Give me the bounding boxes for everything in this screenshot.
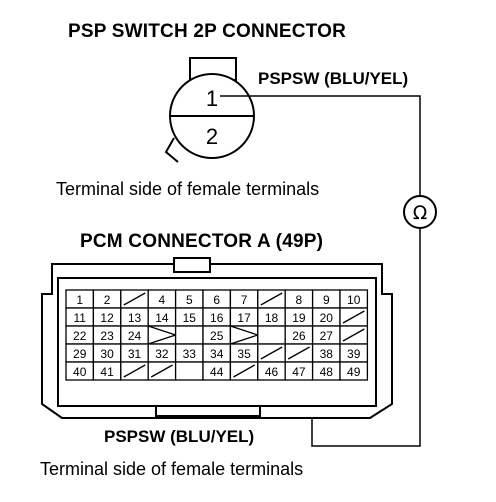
pcm-pin-7: 7 [241,293,248,307]
wire-psp-to-meter [220,95,421,196]
pcm-pin-10: 10 [347,293,361,307]
pcm-pin-49: 49 [347,365,361,379]
pcm-pin-34: 34 [210,347,224,361]
pcm-cavity [339,361,369,381]
pcm-pin-25: 25 [210,329,224,343]
psp-pin-2: 2 [206,124,218,149]
pcm-pin-13: 13 [128,311,142,325]
pcm-pin-23: 23 [100,329,114,343]
pcm-pin-12: 12 [100,311,114,325]
pcm-connector-title: PCM CONNECTOR A (49P) [80,231,324,252]
wire-meter-to-pcm [311,228,421,447]
pcm-cavity [174,361,204,381]
empty-cavity-mark [287,346,310,360]
pcm-pin-2: 2 [104,293,111,307]
psp-switch-title: PSP SWITCH 2P CONNECTOR [68,21,347,42]
pcm-pin-16: 16 [210,311,224,325]
pcm-pin-29: 29 [73,347,87,361]
pcm-pin-22: 22 [73,329,87,343]
pcm-pin-38: 38 [320,347,334,361]
pcm-pin-5: 5 [186,293,193,307]
empty-cavity-mark [260,346,283,360]
pcm-cavity [229,325,259,345]
pcm-pin-40: 40 [73,365,87,379]
psp-switch-connector [164,57,255,163]
empty-cavity-mark [150,364,173,378]
pcm-pin-11: 11 [73,311,86,325]
pcm-pin-46: 46 [265,365,279,379]
pcm-pin-47: 47 [292,365,306,379]
empty-cavity-mark [342,328,365,342]
pcm-pin-1: 1 [76,293,83,307]
pcm-cavity [257,325,286,345]
empty-cavity-mark [342,310,365,324]
pcm-pin-27: 27 [320,329,334,343]
pcm-cavity [147,325,177,345]
pcm-terminal-note: Terminal side of female terminals [40,459,304,479]
pcm-pin-48: 48 [320,365,334,379]
pcm-pin-35: 35 [237,347,251,361]
pcm-pin-18: 18 [265,311,279,325]
pcm-pin-24: 24 [128,329,142,343]
empty-cavity-mark [233,364,256,378]
empty-cavity-mark [123,292,146,306]
pcm-pin-41: 41 [100,365,114,379]
pcm-pin-32: 32 [155,347,169,361]
empty-cavity-mark [260,292,283,306]
pcm-pin-9: 9 [323,293,330,307]
pcm-pin-19: 19 [292,311,306,325]
pcm-pin-26: 26 [292,329,306,343]
psp-switch-wire-label: PSPSW (BLU/YEL) [258,69,409,88]
pcm-pin-33: 33 [183,347,197,361]
ohmmeter-icon: Ω [403,195,437,229]
pcm-pin-30: 30 [100,347,114,361]
psp-pin-1: 1 [206,86,218,111]
pcm-pin-44: 44 [210,365,224,379]
pcm-pin-14: 14 [155,311,169,325]
pcm-cavity [174,325,204,345]
ohm-symbol: Ω [413,202,428,224]
pcm-pin-20: 20 [320,311,334,325]
pcm-pin-8: 8 [296,293,303,307]
pcm-pin-31: 31 [128,347,142,361]
pcm-pin-6: 6 [213,293,220,307]
pcm-pin-39: 39 [347,347,361,361]
pcm-wire-label: PSPSW (BLU/YEL) [104,427,255,446]
pcm-pin-17: 17 [237,311,251,325]
psp-switch-terminal-note: Terminal side of female terminals [56,179,320,199]
pcm-pin-4: 4 [159,293,166,307]
pcm-pin-15: 15 [183,311,197,325]
empty-cavity-mark [123,364,146,378]
